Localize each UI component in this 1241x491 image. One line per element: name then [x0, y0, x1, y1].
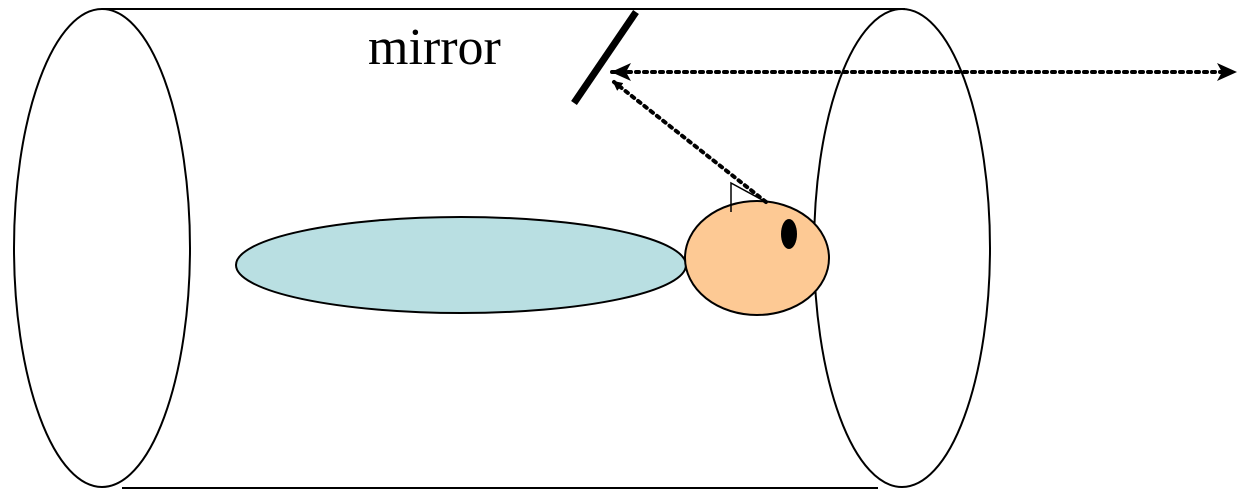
mirror	[571, 10, 639, 105]
gaze-path-to-mirror	[612, 80, 768, 204]
cylinder-right-end	[813, 8, 991, 488]
patient-body	[235, 216, 687, 314]
eye	[781, 219, 797, 249]
mirror-label: mirror	[368, 19, 501, 76]
scanner-bore-cylinder	[13, 8, 991, 489]
nose	[730, 181, 767, 212]
patient-head	[684, 200, 830, 316]
cylinder-left-end	[13, 8, 191, 488]
